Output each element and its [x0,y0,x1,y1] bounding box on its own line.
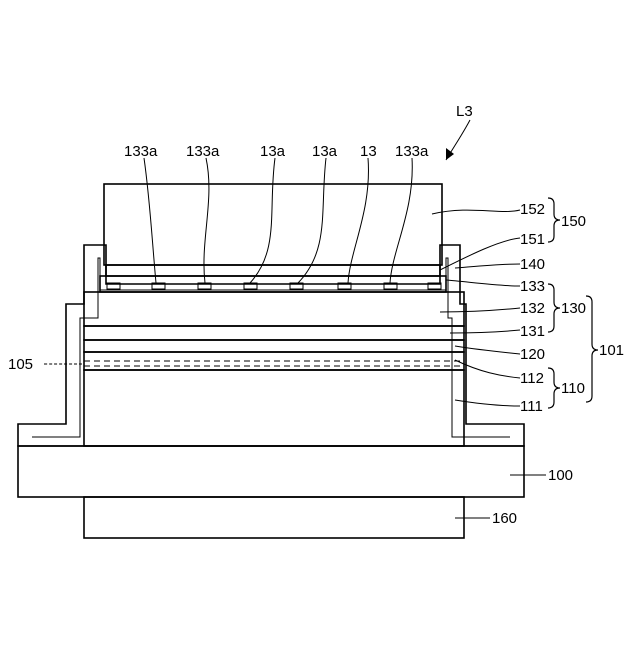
label-131: 131 [520,323,545,340]
label-13a-1: 13a [260,143,286,160]
layer-100-substrate [18,446,524,497]
layer-152-top-pad [104,184,442,265]
label-130: 130 [561,300,586,317]
label-110: 110 [561,380,585,397]
lead-133 [446,280,520,286]
lead-151 [440,238,520,270]
brace-150 [548,198,560,242]
label-l3: L3 [456,103,473,120]
lead-152 [432,210,520,214]
layer-111 [84,370,464,446]
label-111: 111 [520,398,543,415]
label-100: 100 [548,467,573,484]
label-133: 133 [520,278,545,295]
layer-131 [84,326,464,340]
label-150: 150 [561,213,586,230]
label-160: 160 [492,510,517,527]
label-101: 101 [599,342,624,359]
layer-160-bottom-electrode [84,497,464,538]
brace-101 [586,296,598,402]
layer-151 [106,265,440,276]
lead-140 [455,264,520,268]
label-112: 112 [520,370,544,387]
label-13: 13 [360,143,377,160]
label-133a-1: 133a [124,143,158,160]
label-140: 140 [520,256,545,273]
layer-132 [84,292,464,326]
lead-131 [450,330,520,333]
label-132: 132 [520,300,545,317]
brace-130 [548,284,560,332]
label-152: 152 [520,201,545,218]
label-151: 151 [520,231,545,248]
shell-inner-outline [32,258,510,437]
label-133a-3: 133a [395,143,429,160]
label-13a-2: 13a [312,143,338,160]
lead-132 [440,308,520,312]
label-120: 120 [520,346,545,363]
label-105: 105 [8,356,33,373]
label-133a-2: 133a [186,143,220,160]
brace-110 [548,368,560,408]
layer-120 [84,340,464,352]
